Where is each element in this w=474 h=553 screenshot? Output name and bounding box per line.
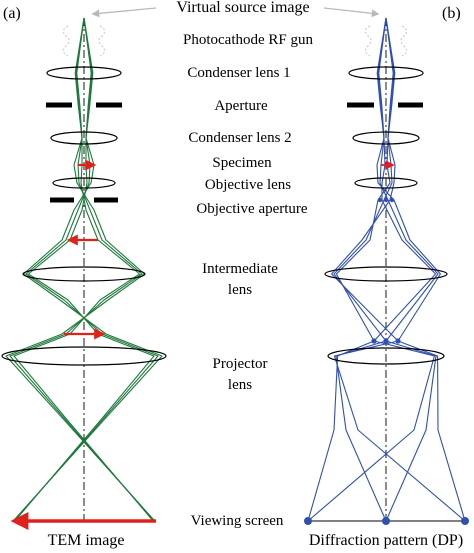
projector-label-1: Projector bbox=[212, 356, 268, 372]
panel-tag-b: (b) bbox=[442, 5, 461, 22]
image-ray bbox=[12, 17, 163, 522]
dp-focal-spot-1 bbox=[371, 338, 377, 344]
diffraction-ray bbox=[307, 17, 437, 522]
projector-label-2: lens bbox=[227, 377, 253, 393]
objective-aperture-label: Objective aperture bbox=[196, 201, 308, 217]
diffraction-pattern-caption: Diffraction pattern (DP) bbox=[308, 532, 464, 549]
diffraction-ray bbox=[335, 17, 439, 522]
objective-lens-right bbox=[354, 177, 418, 189]
diffraction-ray bbox=[331, 17, 466, 522]
dp-spot-center bbox=[382, 517, 390, 525]
projector-lens-left bbox=[1, 346, 167, 366]
source-pointer-right bbox=[323, 7, 380, 18]
dp-focal-spot-2 bbox=[383, 338, 389, 344]
condenser-lens-1-right bbox=[348, 66, 424, 80]
intermediate-lens-left bbox=[22, 266, 146, 282]
source-pointers bbox=[91, 7, 380, 18]
gun-label: Photocathode RF gun bbox=[183, 32, 313, 48]
diffraction-mode-rays bbox=[307, 17, 466, 522]
lenses-right bbox=[324, 66, 448, 365]
image-ray bbox=[5, 17, 156, 522]
dp-bfp-spot-1 bbox=[377, 197, 383, 203]
diffraction-ray bbox=[333, 17, 466, 522]
condenser-2-label: Condenser lens 2 bbox=[188, 130, 292, 146]
image-ray bbox=[9, 17, 155, 522]
panel-tag-a: (a) bbox=[3, 5, 21, 22]
intermediate-lens-right bbox=[324, 266, 448, 282]
diffraction-ray bbox=[307, 17, 435, 522]
diffraction-ray bbox=[333, 17, 437, 522]
intermediate-label-2: lens bbox=[227, 282, 253, 298]
image-ray bbox=[14, 17, 155, 522]
apertures bbox=[46, 102, 423, 203]
dp-bfp-spot-3 bbox=[389, 197, 395, 203]
virtual-source-label: Virtual source image bbox=[176, 0, 310, 16]
dp-bfp-spot-2 bbox=[383, 197, 389, 203]
viewing-screen-label: Viewing screen bbox=[190, 513, 284, 529]
intermediate-label-1: Intermediate bbox=[202, 261, 278, 277]
dp-spot-right bbox=[461, 517, 469, 525]
condenser-lens-2-right bbox=[352, 131, 420, 145]
image-ray bbox=[13, 17, 154, 522]
image-ray bbox=[13, 17, 159, 522]
tem-image-caption: TEM image bbox=[47, 532, 125, 549]
specimen-label: Specimen bbox=[212, 155, 272, 171]
source-pointer-left bbox=[91, 7, 157, 18]
condenser-1-label: Condenser lens 1 bbox=[187, 65, 291, 81]
dp-focal-spot-3 bbox=[395, 338, 401, 344]
dp-spot-left bbox=[304, 517, 312, 525]
projector-lens-right bbox=[327, 347, 445, 365]
condenser-lens-1-left bbox=[46, 66, 122, 80]
objective-lens-label: Objective lens bbox=[204, 177, 292, 193]
lenses-left bbox=[1, 66, 167, 366]
aperture-label: Aperture bbox=[214, 98, 268, 114]
objective-lens-left bbox=[52, 177, 116, 189]
image-arrows bbox=[10, 159, 395, 530]
dp-spots bbox=[304, 197, 469, 525]
condenser-lens-2-left bbox=[50, 131, 118, 145]
image-mode-rays bbox=[5, 17, 163, 522]
